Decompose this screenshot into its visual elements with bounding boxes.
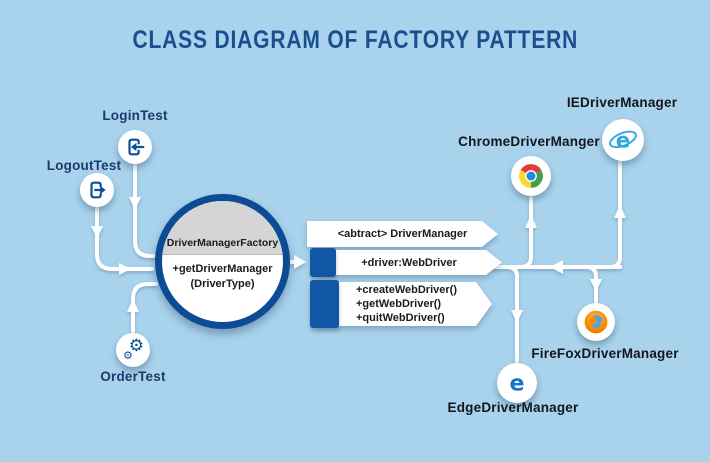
arrow-down-logout	[91, 226, 103, 239]
connector-logouttest-to-factory	[95, 207, 154, 271]
field-banner-tab	[310, 248, 336, 277]
login-test-label: LoginTest	[102, 108, 168, 123]
arrow-up-order	[127, 299, 139, 312]
factory-method: +getDriverManager	[172, 263, 273, 276]
connector-edge-branch	[505, 265, 519, 363]
logout-icon	[90, 181, 106, 199]
connector-ordertest-to-factory	[131, 282, 158, 333]
edge-manager-label: EdgeDriverManager	[447, 400, 579, 415]
driver-field-banner: +driver:WebDriver	[316, 250, 502, 275]
page-title-text: CLASS DIAGRAM OF FACTORY PATTERN	[132, 26, 578, 54]
edge-icon: e	[509, 371, 524, 397]
abstract-drivermanager-banner: <abtract> DriverManager	[307, 221, 498, 247]
arrow-right-logout	[119, 263, 131, 275]
edge-node: e	[497, 363, 537, 403]
arrow-left-main	[550, 260, 563, 274]
arrow-up-ie	[614, 205, 626, 218]
gears-icon: ⚙ ⚙	[123, 336, 144, 362]
factory-name: DriverManagerFactory	[166, 237, 279, 250]
abstract-banner-wrap: <abtract> DriverManager	[307, 221, 498, 247]
field-banner-wrap: +driver:WebDriver	[316, 250, 502, 275]
logout-test-label: LogoutTest	[46, 158, 122, 173]
factory-name-section: DriverManagerFactory	[162, 201, 283, 256]
arrow-up-chrome	[525, 215, 537, 228]
method-create: +createWebDriver()	[356, 284, 457, 296]
connector-firefox-branch	[584, 265, 598, 304]
arrow-right-factory	[294, 255, 306, 269]
arrow-down-login	[129, 197, 141, 210]
chrome-icon	[519, 164, 543, 188]
firefox-node	[577, 303, 615, 341]
method-get: +getWebDriver()	[356, 298, 442, 310]
factory-method-section: +getDriverManager (DriverType)	[162, 255, 283, 322]
ie-node: e	[602, 119, 644, 161]
firefox-icon	[584, 310, 608, 334]
connector-logintest-to-factory	[133, 164, 159, 258]
arrow-down-firefox	[590, 279, 602, 292]
svg-text:e: e	[509, 371, 524, 397]
arrow-down-edge	[511, 310, 523, 323]
methods-banner-wrap: +createWebDriver() +getWebDriver() +quit…	[316, 282, 492, 326]
firefox-manager-label: FireFoxDriverManager	[531, 346, 679, 361]
ie-icon: e	[609, 129, 637, 154]
login-test-node	[118, 130, 152, 164]
method-quit: +quitWebDriver()	[356, 312, 445, 324]
ie-manager-label: IEDriverManager	[566, 95, 678, 110]
methods-banner-tab	[310, 280, 339, 328]
methods-banner: +createWebDriver() +getWebDriver() +quit…	[316, 282, 492, 326]
order-test-label: OrderTest	[100, 369, 166, 384]
chrome-node	[511, 156, 551, 196]
page-title: CLASS DIAGRAM OF FACTORY PATTERN	[0, 26, 710, 55]
logout-test-node	[80, 173, 114, 207]
factory-circle: DriverManagerFactory +getDriverManager (…	[155, 194, 290, 329]
order-test-node: ⚙ ⚙	[116, 333, 150, 367]
connector-ie-branch	[608, 160, 622, 269]
login-icon	[128, 138, 145, 156]
connector-chrome-branch	[519, 196, 533, 269]
factory-method-param: (DriverType)	[190, 278, 255, 291]
chrome-manager-label: ChromeDriverManger	[458, 134, 600, 149]
